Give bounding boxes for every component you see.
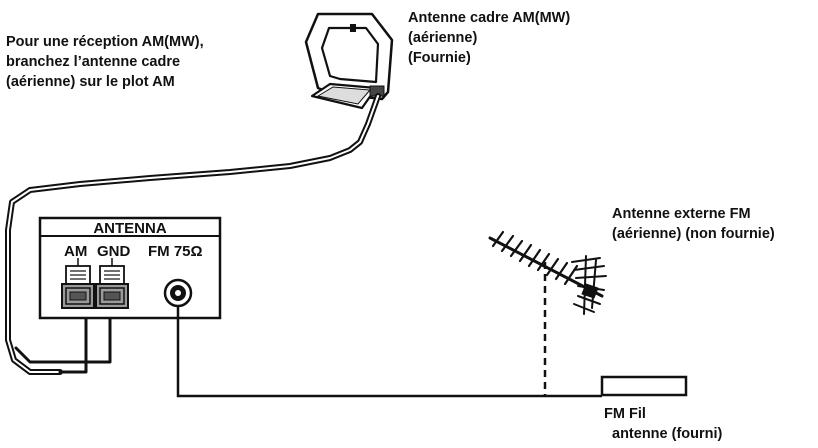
am-terminal-icon — [61, 265, 95, 309]
am-antenna-label-line: (Fournie) — [408, 50, 471, 66]
am-instruction-text: Pour une réception AM(MW), branchez l’an… — [6, 32, 204, 92]
panel-title: ANTENNA — [93, 220, 166, 237]
instruction-line: Pour une réception AM(MW), — [6, 34, 204, 50]
fm-wire-antenna-end-icon — [600, 375, 688, 397]
instruction-line: branchez l’antenne cadre — [6, 54, 181, 70]
am-antenna-label-line: (aérienne) — [408, 30, 478, 46]
am-terminal-label: AM — [64, 243, 87, 260]
gnd-terminal-icon — [95, 265, 129, 309]
fm-external-label-line: Antenne externe FM — [612, 206, 751, 222]
fm-external-label-line: (aérienne) (non fournie) — [612, 226, 775, 242]
fm-jack-label: FM 75Ω — [148, 243, 203, 260]
fm-wire-label-line: FM Fil — [604, 406, 646, 422]
fm-wire — [176, 306, 602, 398]
fm-coaxial-jack-icon — [163, 278, 193, 308]
am-antenna-label: Antenne cadre AM(MW) (aérienne) (Fournie… — [408, 8, 570, 68]
fm-wire-antenna-label: FM Fil antenne (fourni) — [604, 404, 722, 444]
gnd-terminal-label: GND — [97, 243, 131, 260]
am-antenna-wire — [5, 93, 381, 375]
fm-yagi-antenna-icon — [488, 230, 607, 315]
am-loop-antenna-icon — [304, 12, 394, 110]
fm-wire-label-line: antenne (fourni) — [612, 426, 723, 442]
am-antenna-label-line: Antenne cadre AM(MW) — [408, 10, 571, 26]
instruction-line: (aérienne) sur le plot AM — [6, 74, 175, 90]
fm-external-antenna-label: Antenne externe FM (aérienne) (non fourn… — [612, 204, 775, 244]
